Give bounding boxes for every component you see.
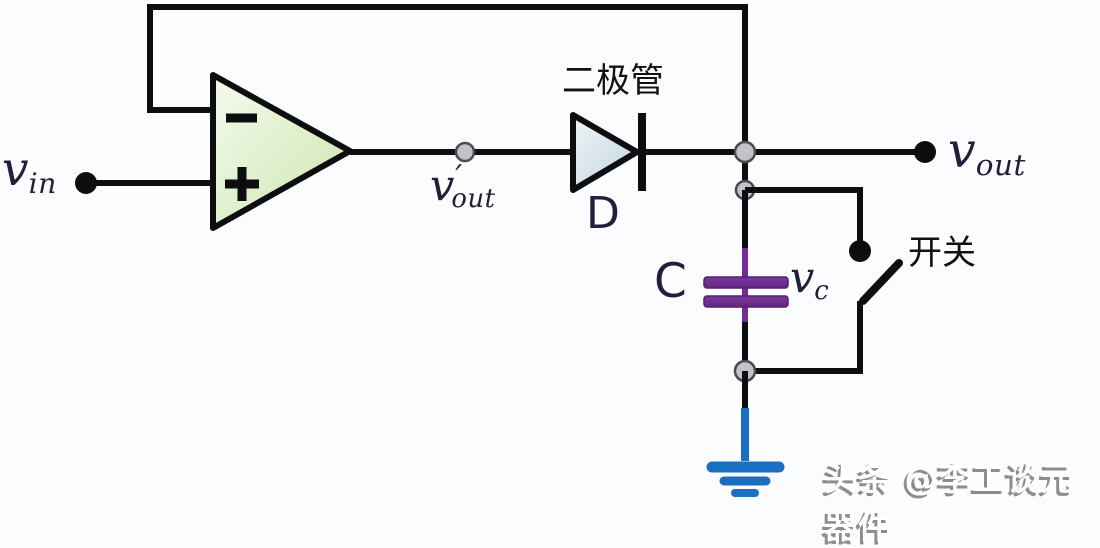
vout-sub: out <box>975 148 1026 183</box>
diode-icon <box>570 112 640 193</box>
vout-terminal-dot-icon <box>914 141 936 163</box>
switch-blade-icon <box>859 259 903 305</box>
vin-base: v <box>2 142 29 197</box>
watermark-text: 头条 @李工谈元器件 <box>824 459 1075 546</box>
opamp-triangle-icon <box>210 72 353 231</box>
switch-upper-wire <box>745 187 863 243</box>
vc-base: v <box>790 253 815 303</box>
vout-prime-sub: out <box>451 184 496 215</box>
diode-ref-label: D <box>586 188 620 239</box>
vc-label: vc <box>790 257 829 305</box>
feedback-wire <box>147 4 748 150</box>
output-junction-node-icon <box>733 140 757 164</box>
switch-chinese-label: 开关 <box>908 234 976 272</box>
vout-base: v <box>948 122 976 179</box>
capacitor-icon <box>703 276 789 289</box>
switch-lower-wire <box>745 301 863 374</box>
vin-terminal-dot-icon <box>75 172 97 194</box>
vout-prime-mark: ′ <box>455 159 463 195</box>
switch-contact-dot-icon <box>849 240 871 262</box>
vout-prime-label: v′out <box>430 162 495 213</box>
capacitor-plate-bottom <box>703 295 789 308</box>
circuit-canvas <box>75 4 936 497</box>
vout-label: vout <box>948 126 1026 181</box>
vin-sub: in <box>28 166 57 200</box>
vin-label: vin <box>2 146 57 198</box>
vc-sub: c <box>814 276 830 307</box>
circuit-diagram: vin v′out 二极管 D vout C vc 开关 头条 @李工谈元器件 <box>2 4 1074 546</box>
vout-prime-base: v <box>430 161 455 211</box>
diode-chinese-label: 二极管 <box>562 62 664 100</box>
capacitor-ref-label: C <box>654 254 687 309</box>
voutprime-node-icon <box>454 141 476 163</box>
